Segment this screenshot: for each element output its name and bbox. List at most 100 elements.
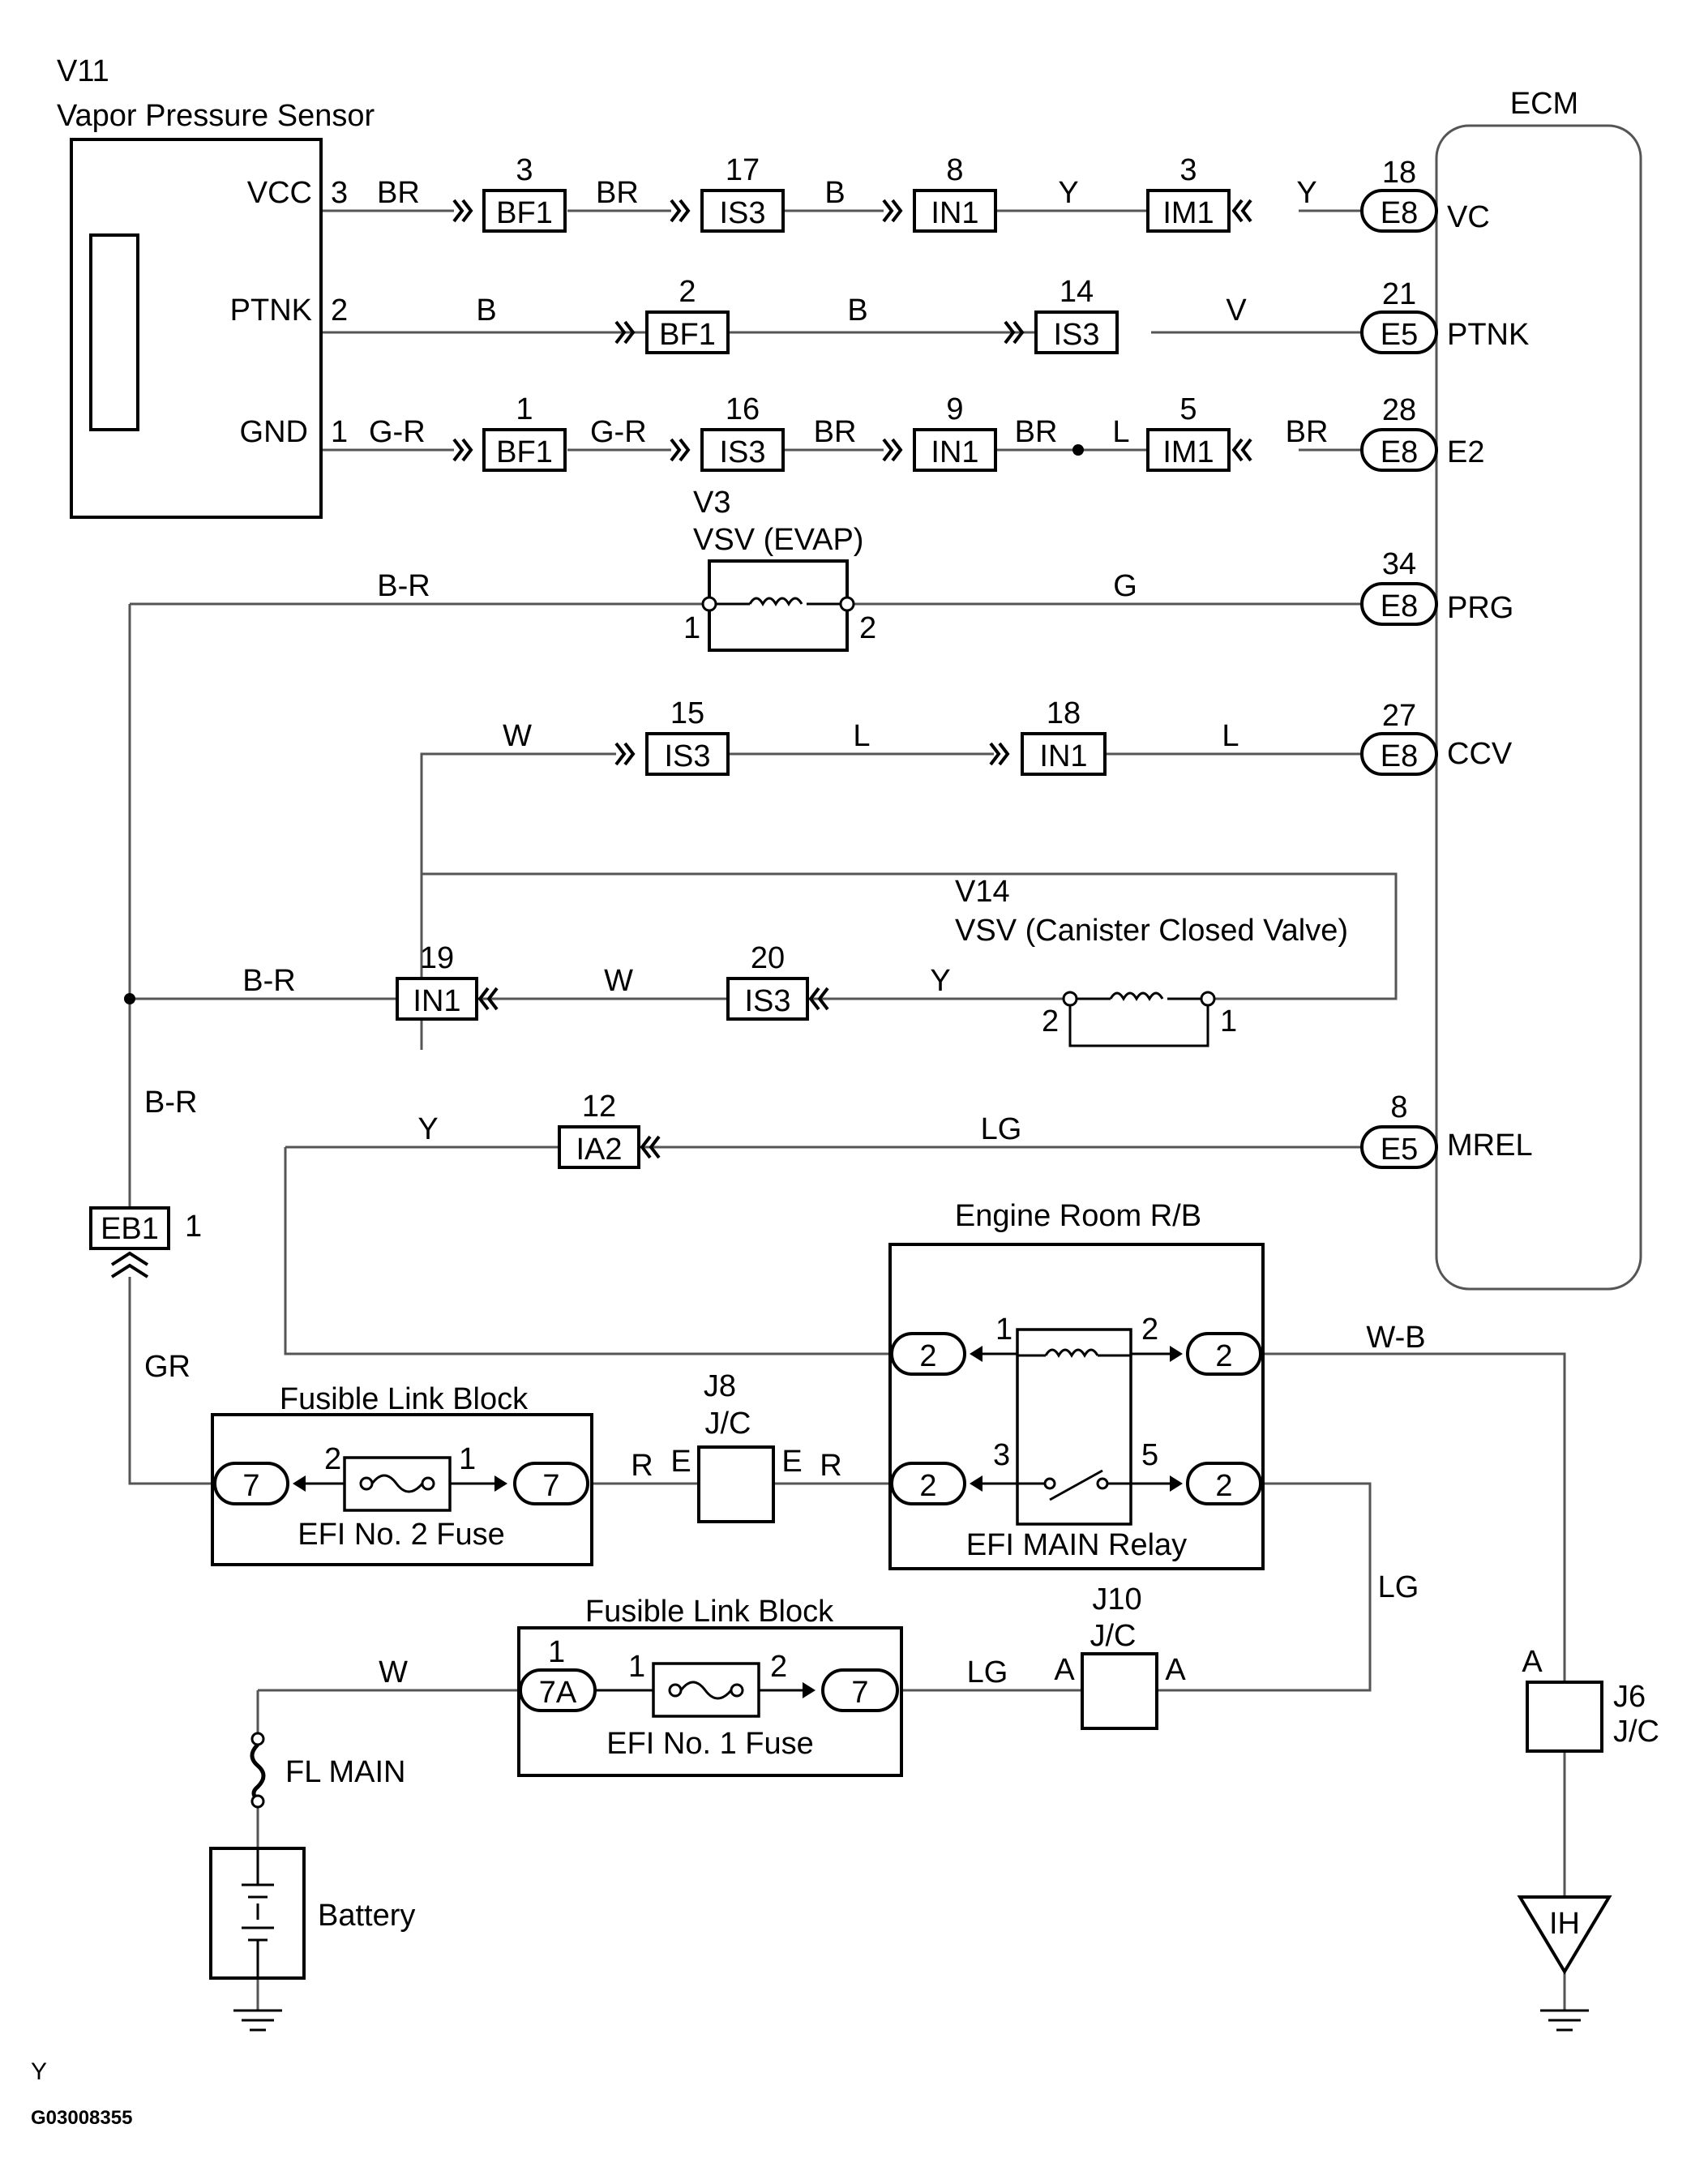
pin: 2 (1141, 1313, 1158, 1347)
j10-pin: A (1054, 1653, 1075, 1687)
pin: 2 (324, 1442, 341, 1476)
wire-color: B-R (242, 964, 295, 998)
wire-color: G (1113, 569, 1137, 603)
pin: 1 (628, 1650, 645, 1684)
sensor-name: Vapor Pressure Sensor (57, 99, 375, 133)
connector: IS3 (744, 984, 790, 1018)
pin: 1 (683, 611, 700, 645)
pin: 1 (516, 392, 533, 426)
splice-point (124, 993, 135, 1004)
engine-rb-title: Engine Room R/B (955, 1199, 1201, 1233)
ecm: ECM VC PTNK E2 PRG CCV MREL (1435, 87, 1642, 1291)
j8-pin: E (670, 1445, 691, 1479)
wire-color: Y (417, 1112, 438, 1146)
j10-pin: A (1165, 1653, 1186, 1687)
pin-1: 1 (331, 415, 348, 449)
wire-color: R (820, 1449, 841, 1483)
coil-icon (748, 597, 803, 607)
left-bus: B-R EB1 1 GR (89, 1086, 202, 1384)
fusible-title: Fusible Link Block (585, 1595, 834, 1629)
footer-code: G03008355 (31, 2107, 132, 2129)
wire-color: W (503, 719, 532, 753)
wire-color: R (631, 1449, 653, 1483)
rb-connector: 2 (1215, 1339, 1232, 1373)
splice-point (1072, 444, 1084, 456)
pin-2: 2 (331, 293, 348, 328)
ecm-connector: E8 (1381, 196, 1418, 230)
wire-color: GR (144, 1350, 191, 1384)
vapor-pressure-sensor: V11 Vapor Pressure Sensor VCC PTNK GND 3… (57, 54, 375, 519)
vsv-evap-code: V3 (693, 486, 730, 520)
fuse-connector: 7 (242, 1469, 259, 1503)
ecm-prg: PRG (1447, 591, 1513, 625)
connector: IS3 (664, 739, 710, 773)
ecm-connector: E5 (1381, 1133, 1418, 1167)
wire-color: W (379, 1655, 408, 1689)
row-mrel: Y IA2 12 LG E5 8 (417, 1090, 1438, 1169)
vsv-ccv-code: V14 (955, 875, 1010, 909)
pin: 5 (1141, 1438, 1158, 1472)
pin-ptnk-label: PTNK (230, 293, 312, 328)
wire-color: B (847, 293, 867, 328)
wire-color: BR (814, 415, 857, 449)
ecm-pin: 21 (1382, 277, 1416, 311)
ecm-ptnk: PTNK (1447, 318, 1529, 352)
connector: IN1 (931, 196, 978, 230)
wire-color: Y (930, 964, 950, 998)
ecm-e2: E2 (1447, 435, 1484, 469)
pin: 20 (751, 941, 785, 975)
wire-color: G-R (590, 415, 647, 449)
pin: 2 (770, 1650, 787, 1684)
fusible-title: Fusible Link Block (280, 1382, 529, 1416)
ecm-mrel: MREL (1447, 1128, 1533, 1163)
wire-color: LG (1378, 1570, 1419, 1604)
wire-color: L (1112, 415, 1129, 449)
ecm-label: ECM (1510, 87, 1578, 121)
j8-code: J8 (704, 1369, 736, 1403)
j10-type: J/C (1090, 1619, 1137, 1653)
footer: Y G03008355 (31, 2058, 132, 2129)
ecm-ccv: CCV (1447, 737, 1513, 771)
pin: 19 (420, 941, 454, 975)
j8-type: J/C (705, 1407, 751, 1441)
fl-main-label: FL MAIN (285, 1755, 406, 1789)
row-vc: BR BF1 3 BR IS3 17 B IN1 8 Y IM1 3 Y E8 … (377, 153, 1438, 233)
relay-switch-icon (1049, 1469, 1103, 1501)
row-ccv: W IS3 15 L IN1 18 L E8 27 (503, 696, 1438, 776)
pin-vcc-label: VCC (247, 176, 312, 210)
fuse-icon (370, 1474, 424, 1493)
junction-j6: A J6 J/C (1522, 1645, 1659, 1753)
wire-color: W (604, 964, 633, 998)
pin: 5 (1179, 392, 1197, 426)
connector: IS3 (719, 435, 765, 469)
pin: 1 (459, 1442, 476, 1476)
pin-3: 3 (331, 176, 348, 210)
ecm-pin: 28 (1382, 393, 1416, 427)
fuse-connector: 7 (542, 1469, 559, 1503)
fuse-name: EFI No. 1 Fuse (606, 1727, 814, 1761)
pin: 9 (946, 392, 963, 426)
pin: 15 (670, 696, 704, 730)
vsv-evap-name: VSV (EVAP) (693, 523, 863, 557)
ecm-connector: E8 (1381, 435, 1418, 469)
fusible-link-icon (250, 1743, 266, 1801)
pin: 2 (859, 611, 876, 645)
pin: 1 (185, 1210, 202, 1244)
ground-ih: IH (1517, 1895, 1612, 2032)
pin: 18 (1047, 696, 1081, 730)
ecm-pin: 27 (1382, 699, 1416, 733)
sensor-code: V11 (57, 54, 109, 88)
ecm-pin: 8 (1390, 1090, 1407, 1124)
j8-pin: E (781, 1445, 802, 1479)
wire-color: B-R (144, 1086, 197, 1120)
pin: 2 (679, 275, 696, 309)
connector: IS3 (719, 196, 765, 230)
ground-icon (233, 2009, 282, 2032)
fuse-name: EFI No. 2 Fuse (298, 1518, 505, 1552)
battery-label: Battery (318, 1899, 415, 1933)
ecm-connector: E8 (1381, 589, 1418, 623)
row-ptnk: B BF1 2 B IS3 14 V E5 21 (476, 275, 1438, 354)
wire-color: B (476, 293, 496, 328)
ground-code: IH (1549, 1907, 1580, 1941)
